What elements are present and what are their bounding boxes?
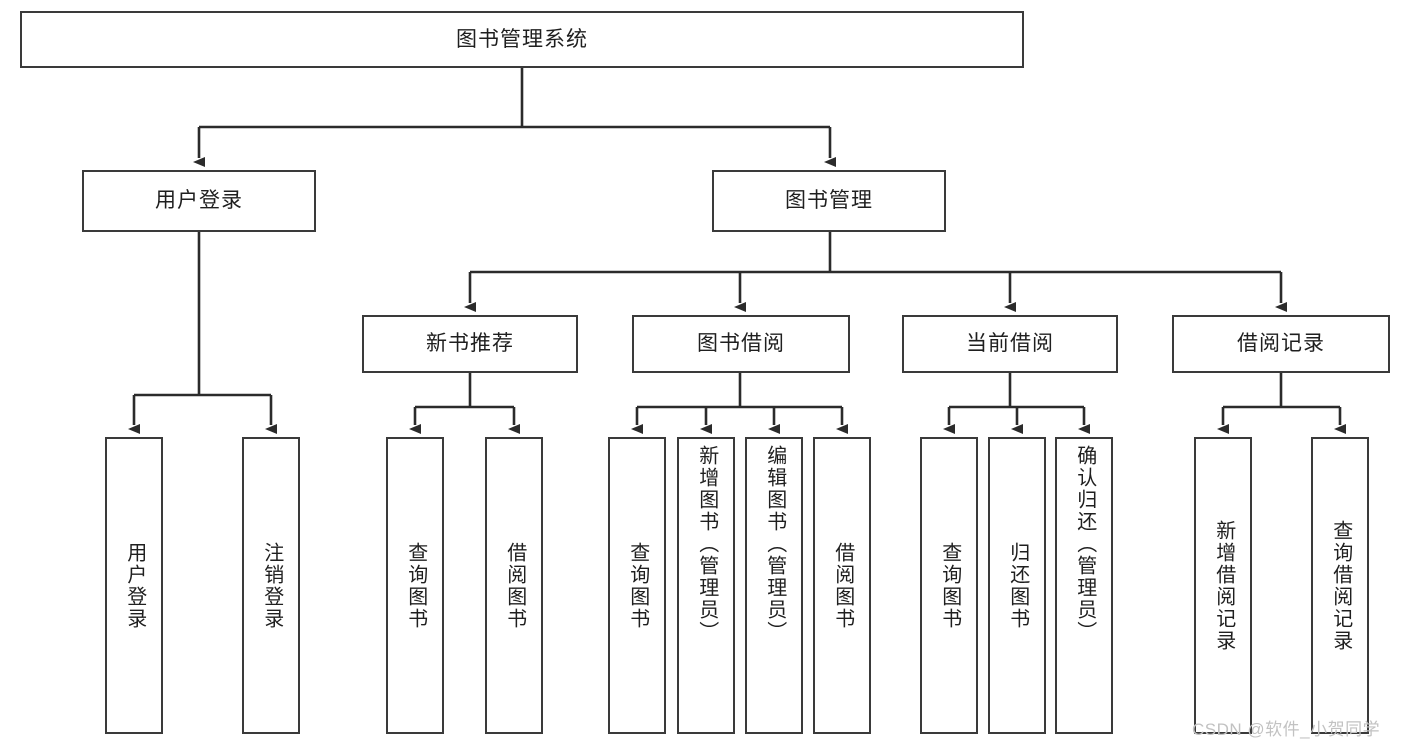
node-user-login[interactable]: 用户登录: [82, 170, 316, 232]
node-label: 注销登录: [260, 541, 283, 630]
node-label: 新书推荐: [426, 332, 514, 356]
node-new-book-recommend[interactable]: 新书推荐: [362, 315, 578, 373]
node-label: 查询图书: [404, 541, 427, 630]
edges-currentborrow-to-leaves: [943, 373, 1090, 434]
node-label: 借阅记录: [1237, 332, 1325, 356]
edges-newbook-to-leaves: [409, 373, 520, 434]
edges-userlogin-to-leaves: [128, 232, 277, 434]
node-root-system[interactable]: 图书管理系统: [20, 11, 1024, 68]
node-leaf-query-book-borrow[interactable]: 查询图书: [608, 437, 666, 734]
edges-borrowrecord-to-leaves: [1217, 373, 1346, 434]
node-label: 新增图书（管理员）: [695, 445, 718, 643]
edges-bookmanage-to-level3: [464, 232, 1287, 312]
node-leaf-borrow-book-recommend[interactable]: 借阅图书: [485, 437, 543, 734]
node-label: 查询借阅记录: [1329, 519, 1352, 652]
node-leaf-edit-book-admin[interactable]: 编辑图书（管理员）: [745, 437, 803, 734]
node-current-borrow[interactable]: 当前借阅: [902, 315, 1118, 373]
node-leaf-add-book-admin[interactable]: 新增图书（管理员）: [677, 437, 735, 734]
node-leaf-user-login[interactable]: 用户登录: [105, 437, 163, 734]
node-label: 归还图书: [1006, 541, 1029, 630]
node-label: 图书管理: [785, 189, 873, 213]
node-leaf-logout-login[interactable]: 注销登录: [242, 437, 300, 734]
node-label: 借阅图书: [503, 541, 526, 630]
edges-bookborrow-to-leaves: [631, 373, 848, 434]
node-leaf-query-borrow-record[interactable]: 查询借阅记录: [1311, 437, 1369, 734]
node-label: 查询图书: [626, 541, 649, 630]
node-book-borrow[interactable]: 图书借阅: [632, 315, 850, 373]
node-leaf-query-book-recommend[interactable]: 查询图书: [386, 437, 444, 734]
node-leaf-query-book-current[interactable]: 查询图书: [920, 437, 978, 734]
node-label: 新增借阅记录: [1212, 519, 1235, 652]
node-borrow-record[interactable]: 借阅记录: [1172, 315, 1390, 373]
node-label: 查询图书: [938, 541, 961, 630]
node-label: 图书借阅: [697, 332, 785, 356]
node-label: 借阅图书: [831, 541, 854, 630]
node-label: 编辑图书（管理员）: [763, 445, 786, 643]
node-leaf-borrow-book[interactable]: 借阅图书: [813, 437, 871, 734]
node-label: 当前借阅: [966, 332, 1054, 356]
node-label: 图书管理系统: [456, 27, 588, 51]
node-leaf-confirm-return-admin[interactable]: 确认归还（管理员）: [1055, 437, 1113, 734]
node-book-manage[interactable]: 图书管理: [712, 170, 946, 232]
node-leaf-add-borrow-record[interactable]: 新增借阅记录: [1194, 437, 1252, 734]
node-label: 用户登录: [123, 541, 146, 630]
node-label: 用户登录: [155, 189, 243, 213]
node-label: 确认归还（管理员）: [1073, 445, 1096, 643]
node-leaf-return-book[interactable]: 归还图书: [988, 437, 1046, 734]
edges-root-to-level2: [193, 68, 836, 167]
